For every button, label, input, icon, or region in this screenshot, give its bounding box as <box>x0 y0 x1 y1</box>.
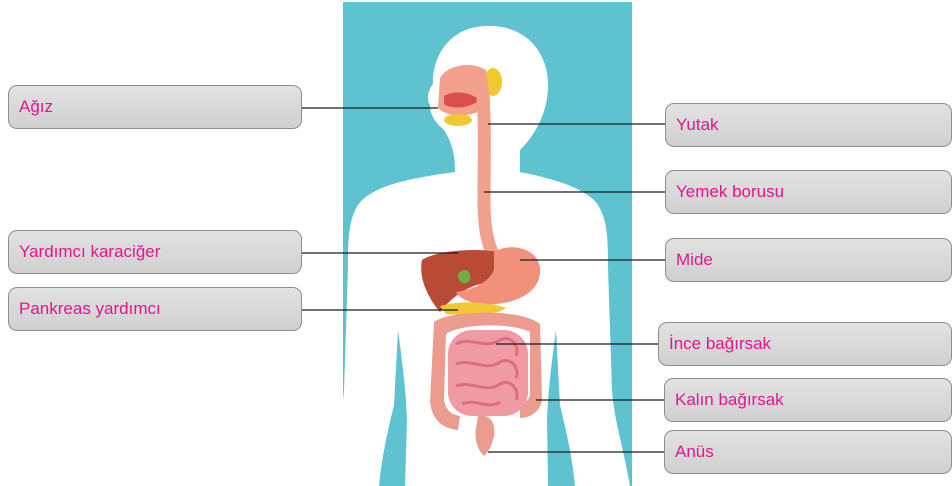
label-esophagus-text: Yemek borusu <box>676 182 784 201</box>
label-mouth-text: Ağız <box>19 97 53 116</box>
label-esophagus: Yemek borusu <box>665 170 952 214</box>
label-anus: Anüs <box>664 430 952 474</box>
label-pancreas-text: Pankreas yardımcı <box>19 299 161 318</box>
label-large-intestine: Kalın bağırsak <box>664 378 952 422</box>
label-small-intestine: İnce bağırsak <box>658 322 952 366</box>
label-pancreas: Pankreas yardımcı <box>8 287 302 331</box>
label-liver-text: Yardımcı karaciğer <box>19 242 160 261</box>
label-pharynx: Yutak <box>665 103 952 147</box>
label-mouth: Ağız <box>8 85 302 129</box>
label-large-intestine-text: Kalın bağırsak <box>675 390 784 409</box>
label-pharynx-text: Yutak <box>676 115 719 134</box>
label-stomach-text: Mide <box>676 250 713 269</box>
label-small-intestine-text: İnce bağırsak <box>669 334 771 353</box>
label-liver: Yardımcı karaciğer <box>8 230 302 274</box>
small-intestine-organ <box>448 330 528 416</box>
label-stomach: Mide <box>665 238 952 282</box>
label-anus-text: Anüs <box>675 442 714 461</box>
